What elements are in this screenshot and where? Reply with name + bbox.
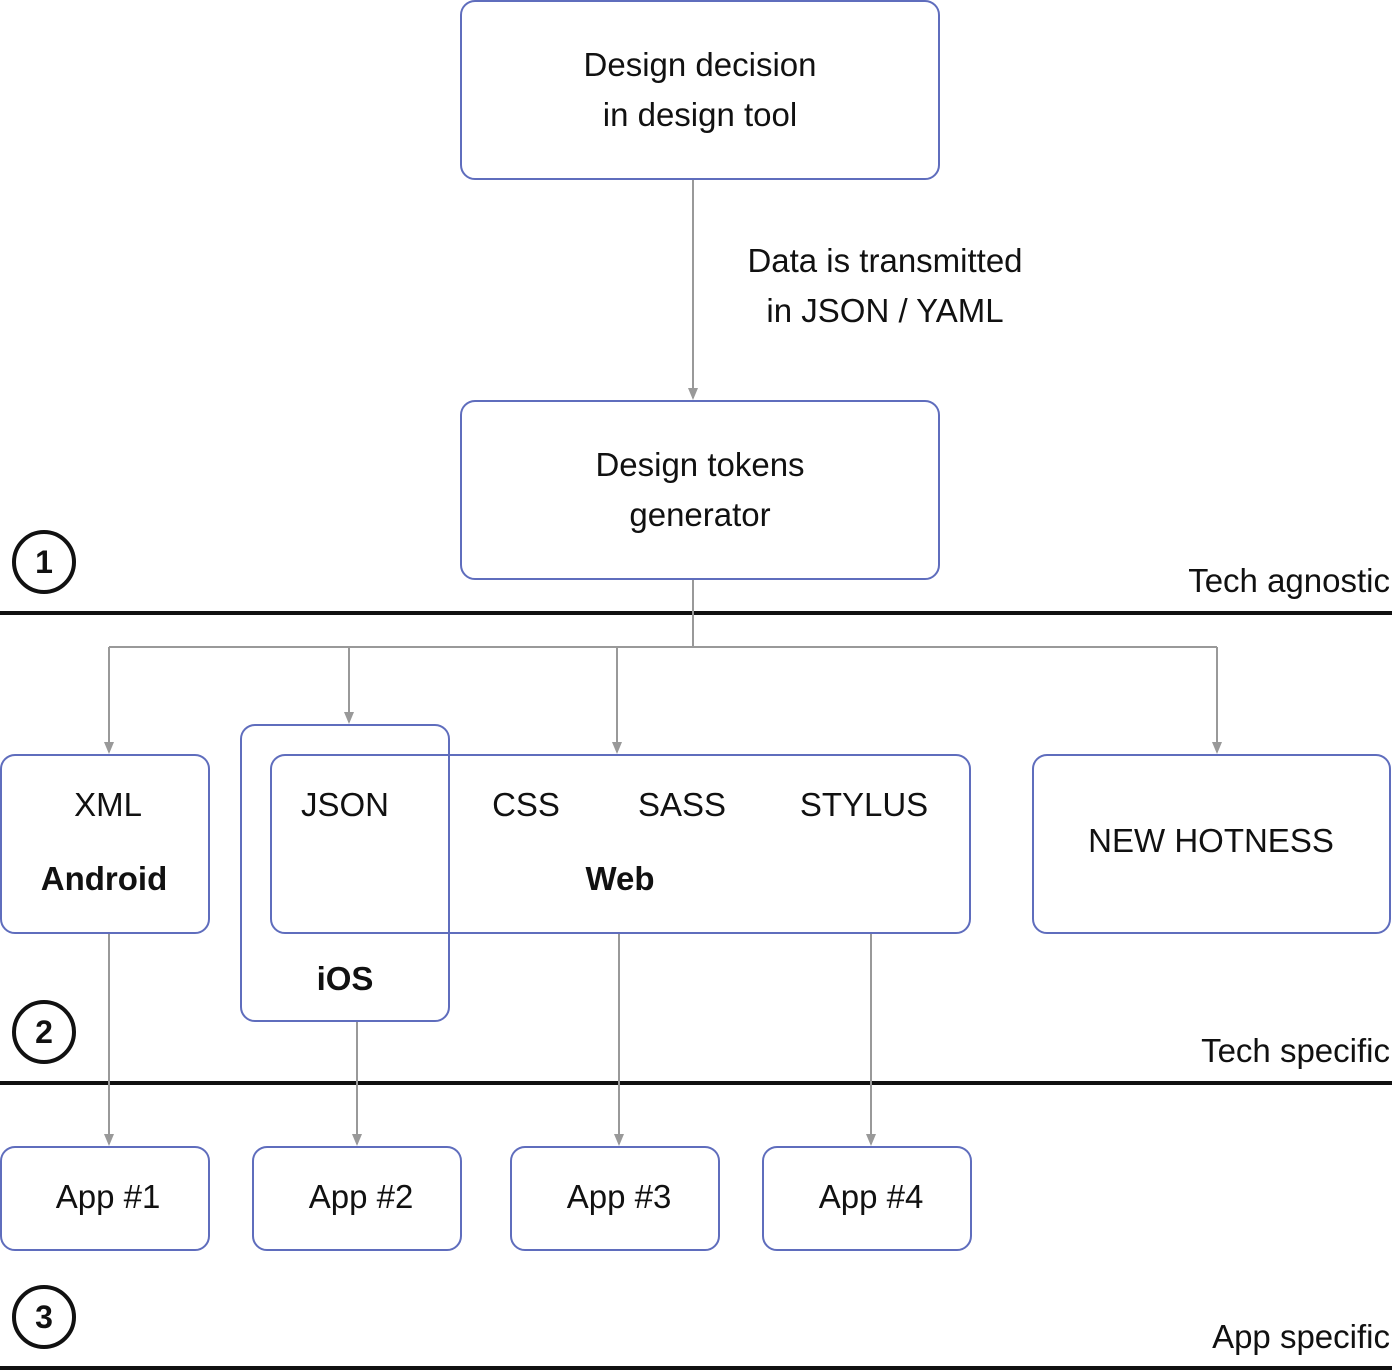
- edge-label-transmit-line1: Data is transmitted: [747, 242, 1022, 279]
- node-design-decision-line1: Design decision: [584, 46, 817, 83]
- node-design-tokens-generator: Design tokens generator: [460, 400, 940, 580]
- node-app-2-label: App #2: [309, 1178, 414, 1215]
- node-ios: iOS: [240, 724, 450, 1022]
- node-app-4-label: App #4: [819, 1178, 924, 1215]
- node-app-1: App #1: [0, 1146, 210, 1251]
- level-1-marker: 1: [12, 530, 76, 594]
- level-3-marker: 3: [12, 1285, 76, 1349]
- node-app-1-label: App #1: [56, 1178, 161, 1215]
- node-android-format: XML: [74, 786, 142, 823]
- node-design-decision: Design decision in design tool: [460, 0, 940, 180]
- level-2-number: 2: [35, 1014, 53, 1050]
- node-app-2: App #2: [252, 1146, 462, 1251]
- edge-label-transmit-line2: in JSON / YAML: [766, 292, 1003, 329]
- node-web-format-css: CSS: [492, 786, 560, 823]
- level-2-label: Tech specific: [1201, 1032, 1390, 1069]
- node-ios-label: iOS: [317, 960, 374, 997]
- node-android-label: Android: [41, 860, 167, 897]
- edge-label-transmit: Data is transmitted in JSON / YAML: [747, 242, 1022, 329]
- level-1-label: Tech agnostic: [1188, 562, 1390, 599]
- node-app-4: App #4: [762, 1146, 972, 1251]
- node-web-format-sass: SASS: [638, 786, 726, 823]
- level-3-label: App specific: [1212, 1318, 1390, 1355]
- node-web: JSON CSS SASS STYLUS Web: [270, 754, 971, 934]
- node-app-3-label: App #3: [567, 1178, 672, 1215]
- node-generator-line1: Design tokens: [595, 446, 804, 483]
- level-1-number: 1: [35, 544, 53, 580]
- node-android: XML Android: [0, 754, 210, 934]
- node-new-hotness-label: NEW HOTNESS: [1088, 822, 1334, 859]
- node-generator-line2: generator: [629, 496, 770, 533]
- level-2-marker: 2: [12, 1000, 76, 1064]
- node-web-format-json: JSON: [301, 786, 389, 823]
- level-3-number: 3: [35, 1299, 53, 1335]
- node-design-decision-line2: in design tool: [603, 96, 797, 133]
- node-web-format-stylus: STYLUS: [800, 786, 928, 823]
- node-web-label: Web: [585, 860, 654, 897]
- node-new-hotness: NEW HOTNESS: [1032, 754, 1391, 934]
- node-app-3: App #3: [510, 1146, 720, 1251]
